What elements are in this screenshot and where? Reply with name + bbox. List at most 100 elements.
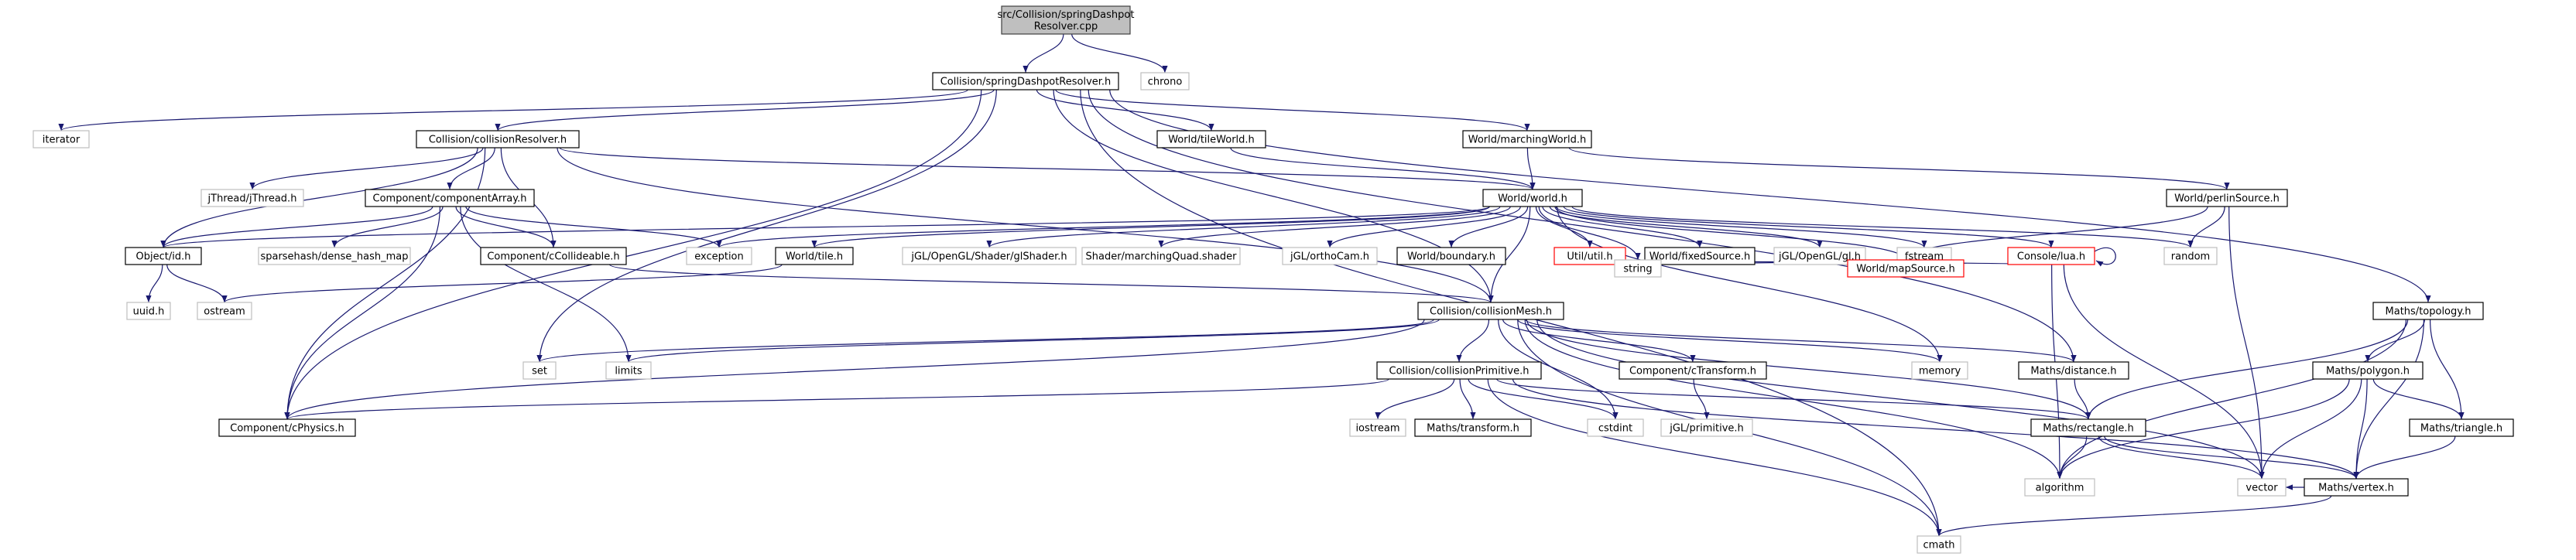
node-marchingWorld-h[interactable]: World/marchingWorld.h xyxy=(1462,130,1592,149)
node-box xyxy=(416,130,580,149)
node-lua-h[interactable]: Console/lua.h xyxy=(2007,247,2095,265)
node-box xyxy=(258,247,411,265)
node-util-h[interactable]: Util/util.h xyxy=(1553,247,1626,265)
node-box xyxy=(2018,361,2129,380)
node-springDashpotResolver-h[interactable]: Collision/springDashpotResolver.h xyxy=(932,72,1119,90)
edge-collisionMesh_h-to-set xyxy=(536,319,1434,363)
node-box xyxy=(200,189,304,207)
node-perlinSource-h[interactable]: World/perlinSource.h xyxy=(2166,189,2288,207)
node-uuid-h: uuid.h xyxy=(126,302,171,320)
node-cmath: cmath xyxy=(1917,535,1961,554)
edge-perlinSource_h-to-random xyxy=(2187,206,2225,248)
node-box xyxy=(1911,361,1968,380)
node-box xyxy=(1376,361,1542,380)
edge-collisionResolver_h-to-collisionMesh_h xyxy=(557,147,1494,303)
edge-componentArray_h-to-id_h xyxy=(160,206,433,248)
node-topology-h[interactable]: Maths/topology.h xyxy=(2372,302,2484,320)
edge-rectangle_h-to-vector xyxy=(2098,435,2265,480)
node-cCollideable-h[interactable]: Component/cCollideable.h xyxy=(480,247,627,265)
node-label: World/marchingWorld.h xyxy=(1468,135,1586,146)
node-id-h[interactable]: Object/id.h xyxy=(125,247,202,265)
edge-distance_h-to-rectangle_h xyxy=(2074,378,2091,420)
node-box xyxy=(1553,247,1626,265)
node-box xyxy=(686,247,752,265)
node-vertex-h[interactable]: Maths/vertex.h xyxy=(2304,478,2409,497)
edge-marchingWorld_h-to-perlinSource_h xyxy=(1568,147,2230,190)
edge-lua_h-to-vector xyxy=(2063,264,2265,480)
edge-world_h-to-fixedSource_h xyxy=(1542,206,1703,248)
node-jglShader-h: jGL/OpenGL/Shader/glShader.h xyxy=(902,247,1077,265)
node-collisionPrimitive-h[interactable]: Collision/collisionPrimitive.h xyxy=(1376,361,1542,380)
node-label: Collision/springDashpotResolver.h xyxy=(940,77,1112,88)
node-label: uuid.h xyxy=(133,306,165,318)
node-label: Component/componentArray.h xyxy=(373,193,527,205)
node-label: limits xyxy=(615,366,642,377)
node-rectangle-h[interactable]: Maths/rectangle.h xyxy=(2030,418,2146,437)
edge-root-to-springDashpotResolver_h xyxy=(1023,33,1064,73)
node-dense-hash-map: sparsehash/dense_hash_map xyxy=(258,247,411,265)
edge-world_h-to-memory xyxy=(1556,206,1943,363)
node-box xyxy=(2304,478,2409,497)
node-boundary-h[interactable]: World/boundary.h xyxy=(1396,247,1506,265)
node-box xyxy=(1417,302,1564,320)
node-set: set xyxy=(522,361,557,380)
edge-world_h-to-random xyxy=(1571,206,2194,248)
node-label: Maths/triangle.h xyxy=(2420,423,2502,435)
node-label: World/fixedSource.h xyxy=(1649,251,1750,263)
edge-collisionPrimitive_h-to-transform_h xyxy=(1459,378,1476,420)
node-label: Component/cPhysics.h xyxy=(230,423,344,435)
edge-springDashpotResolver_h-to-distance_h xyxy=(1088,89,2077,363)
node-iterator: iterator xyxy=(33,130,90,149)
node-ostream: ostream xyxy=(197,302,252,320)
node-collisionMesh-h[interactable]: Collision/collisionMesh.h xyxy=(1417,302,1564,320)
edge-lua_h-to-lua_h xyxy=(2094,247,2116,267)
node-world-h[interactable]: World/world.h xyxy=(1482,189,1583,207)
node-exception: exception xyxy=(686,247,752,265)
edge-componentArray_h-to-cPhysics_h xyxy=(284,206,440,420)
node-polygon-h[interactable]: Maths/polygon.h xyxy=(2312,361,2424,380)
node-tileWorld-h[interactable]: World/tileWorld.h xyxy=(1156,130,1266,149)
node-box xyxy=(1156,130,1266,149)
node-box xyxy=(1349,418,1406,437)
node-tile-h[interactable]: World/tile.h xyxy=(775,247,854,265)
node-label: World/perlinSource.h xyxy=(2174,193,2280,205)
node-label: jGL/primitive.h xyxy=(1669,423,1744,435)
node-label: Component/cTransform.h xyxy=(1629,366,1756,377)
node-transform-h[interactable]: Maths/transform.h xyxy=(1414,418,1532,437)
edge-triangle_h-to-vertex_h xyxy=(2353,435,2456,480)
node-box xyxy=(775,247,854,265)
node-box xyxy=(2030,418,2146,437)
node-label: Collision/collisionMesh.h xyxy=(1430,306,1552,318)
node-componentArray-h[interactable]: Component/componentArray.h xyxy=(365,189,535,207)
edge-collisionPrimitive_h-to-cPhysics_h xyxy=(284,378,1389,420)
edge-collisionPrimitive_h-to-rectangle_h xyxy=(1496,378,2091,420)
edge-world_h-to-util_h xyxy=(1535,206,1593,248)
node-label: jGL/orthoCam.h xyxy=(1290,251,1369,263)
node-label: Maths/distance.h xyxy=(2030,366,2116,377)
node-cTransform-h[interactable]: Component/cTransform.h xyxy=(1619,361,1767,380)
edge-topology_h-to-rectangle_h xyxy=(2085,319,2409,420)
node-orthoCam-h: jGL/orthoCam.h xyxy=(1282,247,1378,265)
node-label: cmath xyxy=(1923,540,1954,551)
node-triangle-h[interactable]: Maths/triangle.h xyxy=(2409,418,2514,437)
node-box xyxy=(2372,302,2484,320)
node-label: algorithm xyxy=(2036,483,2084,494)
node-collisionResolver-h[interactable]: Collision/collisionResolver.h xyxy=(416,130,580,149)
node-fixedSource-h[interactable]: World/fixedSource.h xyxy=(1644,247,1756,265)
node-random: random xyxy=(2163,247,2218,265)
edge-tile_h-to-ostream xyxy=(221,264,783,303)
edge-springDashpotResolver_h-to-set xyxy=(536,89,997,363)
node-limits: limits xyxy=(605,361,652,380)
node-cPhysics-h[interactable]: Component/cPhysics.h xyxy=(218,418,356,437)
edge-world_h-to-marchingQuad_shader xyxy=(1158,206,1511,248)
edge-world_h-to-jglShader_h xyxy=(986,206,1501,248)
node-distance-h[interactable]: Maths/distance.h xyxy=(2018,361,2129,380)
edge-world_h-to-collisionMesh_h xyxy=(1488,206,1531,303)
edge-cCollideable_h-to-collisionMesh_h xyxy=(609,264,1494,303)
node-box xyxy=(605,361,652,380)
node-label: World/boundary.h xyxy=(1407,251,1495,263)
node-label: World/tileWorld.h xyxy=(1168,135,1255,146)
edge-marchingWorld_h-to-world_h xyxy=(1526,147,1536,190)
node-mapSource-h[interactable]: World/mapSource.h xyxy=(1847,259,1965,278)
node-box xyxy=(1482,189,1583,207)
